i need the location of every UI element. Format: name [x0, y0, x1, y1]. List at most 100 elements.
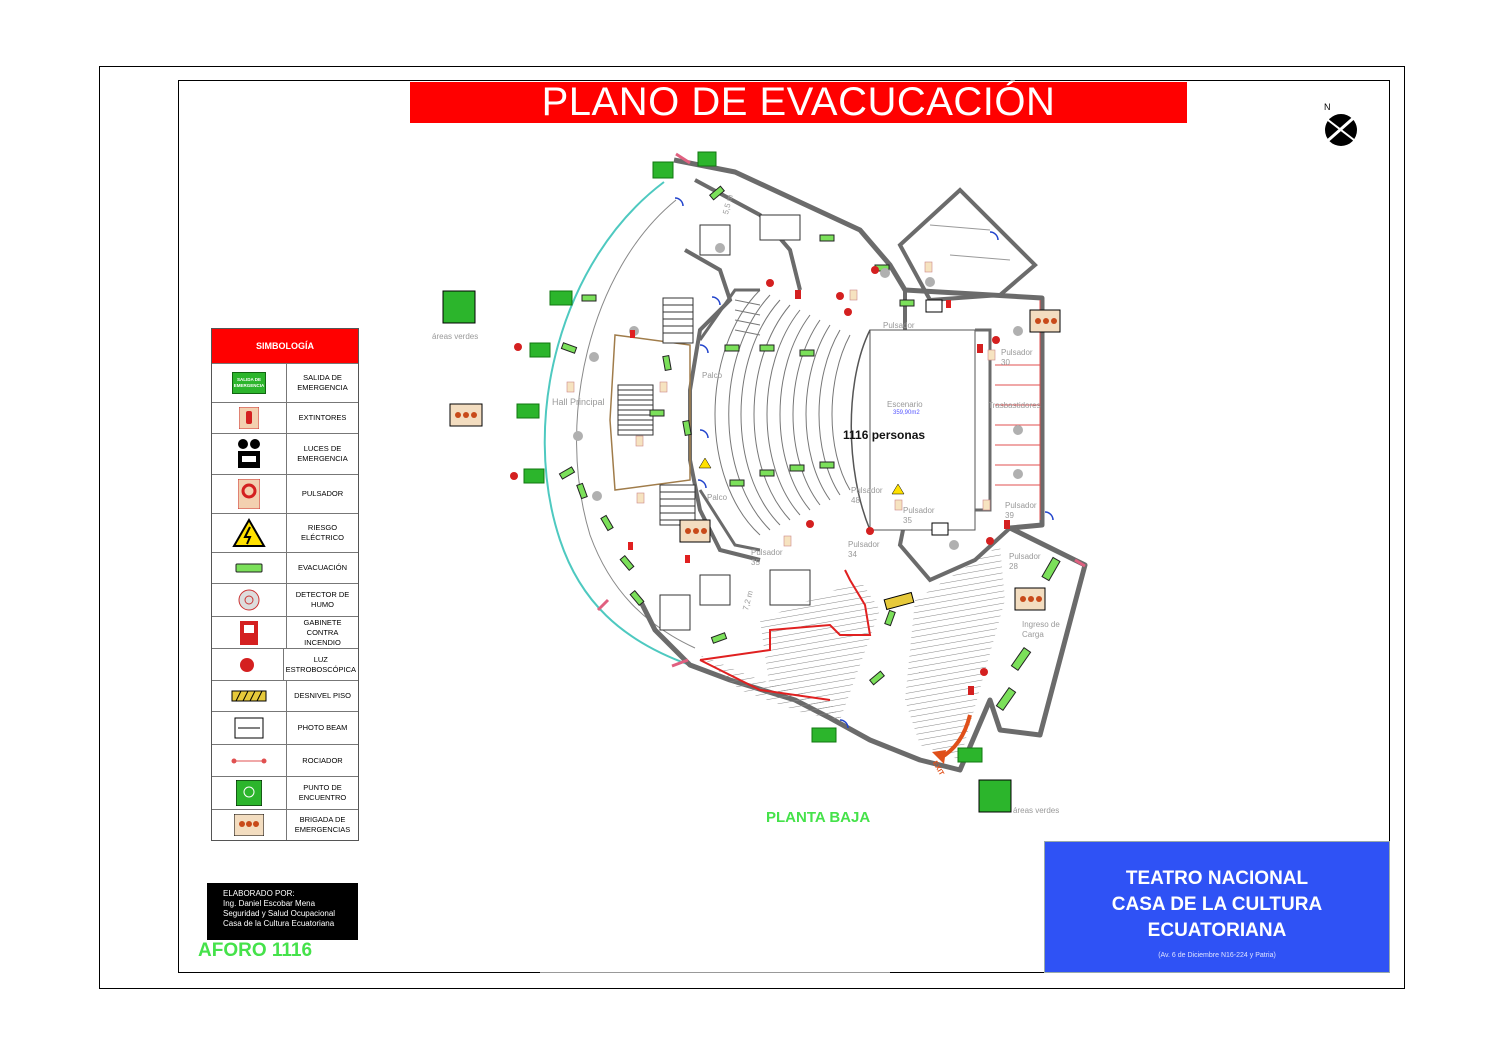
legend-row: LUZ ESTROBOSCÓPICA: [212, 648, 358, 680]
legend-label: EVACUACIÓN: [297, 563, 348, 572]
outer-curve-wall: [543, 181, 691, 666]
sprinkler-icon: [231, 758, 267, 763]
legend: SIMBOLOGÍA SALIDA DE EMERGENCIA SALIDA D…: [211, 328, 359, 841]
fire-cabinets: [628, 300, 951, 563]
floor-level-icon: [231, 690, 267, 702]
legend-label: EXTINTORES: [298, 413, 347, 422]
backstage-label: Trasbastidores: [988, 401, 1041, 410]
legend-row: ROCIADOR: [212, 744, 358, 776]
evacuation-arrows: [558, 185, 1061, 712]
meeting-point-icon: [236, 780, 262, 806]
title-block: TEATRO NACIONAL CASA DE LA CULTURA ECUAT…: [1044, 841, 1390, 973]
credits-line: Ing. Daniel Escobar Mena: [223, 899, 316, 908]
outer-frame: [99, 66, 1405, 989]
legend-row: PHOTO BEAM: [212, 711, 358, 744]
palco-bottom: [698, 489, 761, 552]
legend-row: PUNTO DE ENCUENTRO: [212, 776, 358, 809]
extinguisher-icon: [239, 407, 259, 429]
credits-line: Seguridad y Salud Ocupacional: [223, 909, 336, 918]
legend-row: RIESGO ELÉCTRICO: [212, 513, 358, 552]
palco-top-label: Palco: [702, 371, 723, 380]
ramp-center: [760, 580, 880, 720]
emergency-doors: [596, 152, 1086, 668]
palco-top: [698, 288, 760, 341]
legend-row: BRIGADA DE EMERGENCIAS: [212, 809, 358, 840]
electric-risk-markers: [698, 457, 905, 495]
pulsador-icon: [238, 479, 260, 509]
sprinkler-lines: [995, 300, 1041, 520]
legend-label: PULSADOR: [301, 489, 344, 498]
credits-line: ELABORADO POR:: [223, 889, 295, 898]
legend-label: SALIDA DE EMERGENCIA: [297, 373, 348, 392]
floor-level-marker: [883, 591, 915, 611]
legend-row: EVACUACIÓN: [212, 552, 358, 583]
legend-label: PHOTO BEAM: [297, 723, 348, 732]
credits-line: Casa de la Cultura Ecuatoriana: [223, 919, 335, 928]
page-title: PLANO DE EVACUCACIÓN: [410, 82, 1187, 123]
areas-verdes-right-label: áreas verdes: [1013, 806, 1060, 815]
aforo-label: AFORO 1116: [198, 940, 313, 961]
north-arrow-icon: N: [1323, 102, 1359, 146]
venue-line: ECUATORIANA: [1147, 920, 1287, 941]
venue-address: (Av. 6 de Diciembre N16-224 y Patria): [1158, 952, 1276, 959]
photo-beams: [925, 299, 949, 536]
stage-label: Escenario: [887, 400, 923, 409]
legend-row: EXTINTORES: [212, 402, 358, 433]
venue-line: CASA DE LA CULTURA: [1111, 894, 1323, 915]
smoke-detector-icon: [238, 589, 260, 611]
brigade-icon: [234, 814, 264, 836]
legend-label: DESNIVEL PISO: [294, 691, 351, 700]
legend-row: PULSADOR: [212, 474, 358, 513]
legend-row: SALIDA DE EMERGENCIA SALIDA DE EMERGENCI…: [212, 363, 358, 402]
legend-label: BRIGADA DE EMERGENCIAS: [294, 815, 351, 834]
credits-box: ELABORADO POR: Ing. Daniel Escobar Mena …: [207, 883, 358, 940]
legend-row: DESNIVEL PISO: [212, 680, 358, 711]
strobe-lights: [510, 266, 1000, 676]
legend-row: GABINETE CONTRA INCENDIO: [212, 616, 358, 648]
exit-sign-icon: SALIDA DE EMERGENCIA: [232, 372, 266, 394]
legend-label: DETECTOR DE HUMO: [295, 590, 350, 609]
pulsadores: [795, 290, 1010, 695]
stairs: [617, 214, 811, 631]
meeting-points: [442, 290, 1012, 813]
areas-verdes-left-label: áreas verdes: [432, 332, 479, 341]
door-swings: [674, 197, 1054, 729]
legend-row: DETECTOR DE HUMO: [212, 583, 358, 616]
floor-name: PLANTA BAJA: [766, 809, 871, 826]
venue-line: TEATRO NACIONAL: [1125, 868, 1309, 889]
north-label: N: [1324, 102, 1331, 112]
electric-risk-icon: [232, 518, 266, 547]
seating-rows: [714, 289, 851, 536]
fire-cabinet-icon: [240, 620, 258, 645]
ingreso-carga-label: Ingreso de Carga: [1022, 620, 1060, 639]
extinguishers: [566, 261, 996, 547]
hall-label: Hall Principal: [552, 397, 605, 407]
stage-area-label: 359,90m2: [893, 410, 920, 416]
evacuation-arrow-icon: [235, 563, 263, 573]
legend-label: ROCIADOR: [302, 755, 343, 765]
capacity-label: 1116 personas: [843, 428, 926, 442]
pulsador-label: Pulsador: [883, 321, 915, 330]
legend-label: LUCES DE EMERGENCIA: [297, 444, 348, 463]
legend-label: RIESGO ELÉCTRICO: [301, 523, 344, 542]
ramp-right: [905, 545, 1005, 760]
restroom-block: [897, 187, 1038, 303]
divider: [540, 972, 890, 973]
emergency-light-icon: [238, 439, 260, 468]
legend-label: LUZ ESTROBOSCÓPICA: [285, 654, 357, 674]
legend-row: LUCES DE EMERGENCIA: [212, 433, 358, 474]
red-ramp-outline: [699, 569, 872, 661]
strobe-light-icon: [240, 657, 255, 672]
legend-label: PUNTO DE ENCUENTRO: [298, 783, 347, 802]
legend-label: GABINETE CONTRA INCENDIO: [303, 617, 342, 647]
stage-area: [869, 329, 976, 531]
palco-bottom-label: Palco: [707, 493, 728, 502]
